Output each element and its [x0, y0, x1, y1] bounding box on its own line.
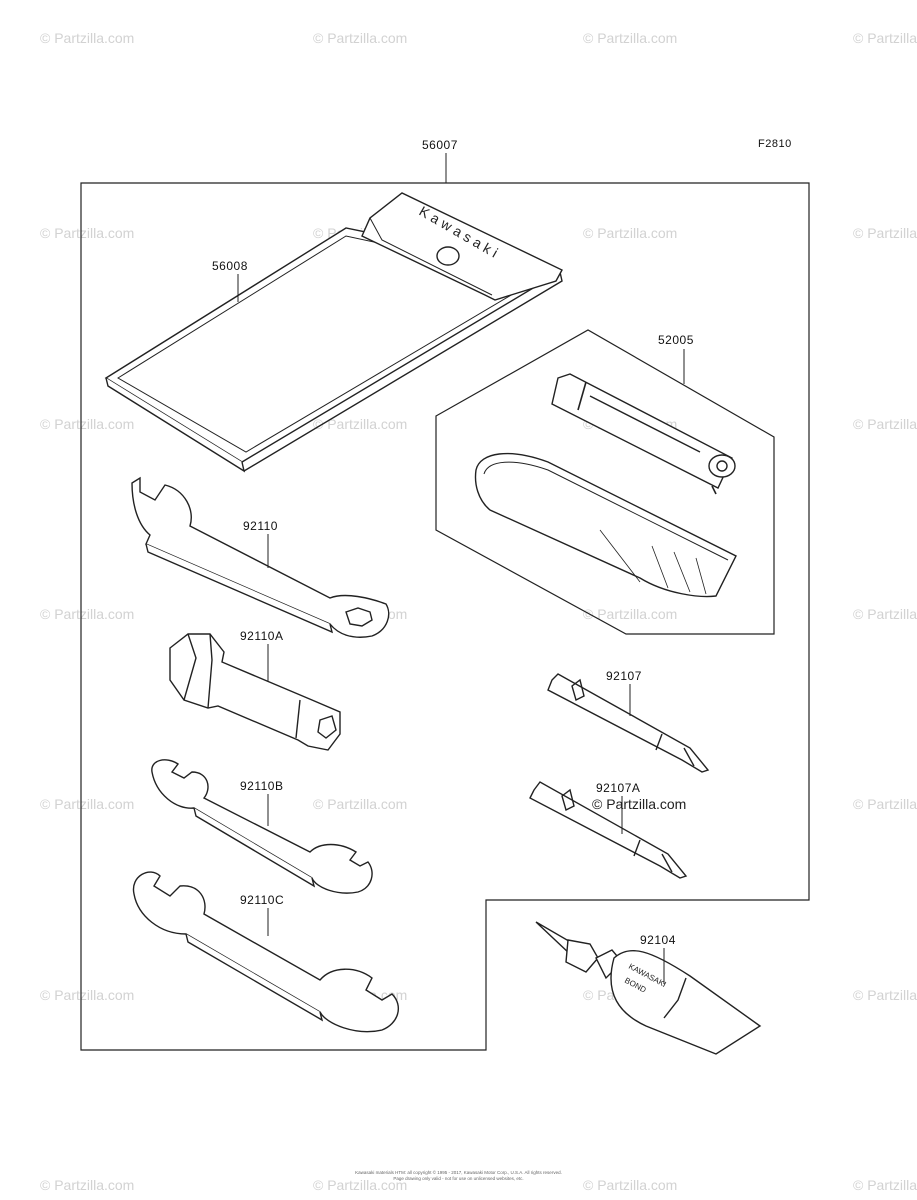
watermark-text: © Partzilla.com: [40, 1177, 135, 1193]
screwdriver-92107A: [529, 781, 688, 879]
copyright-line-1: Kawasaki materials HTM: all copyright © …: [355, 1170, 562, 1175]
watermark-text: © Partzilla.com: [853, 416, 917, 432]
watermark-text: © Partzilla.com: [853, 225, 917, 241]
watermark-text: © Partzilla.com: [853, 796, 917, 812]
part-92110C-label[interactable]: 92110C: [240, 893, 284, 907]
watermark-text: © Partzilla.com: [583, 225, 678, 241]
watermark-text: © Partzilla.com: [40, 987, 135, 1003]
copyright-line-2: Page drawing only valid - not for use on…: [393, 1176, 524, 1181]
part-52005-label[interactable]: 52005: [658, 333, 694, 347]
watermark-text: © Partzilla.com: [40, 225, 135, 241]
part-56008-label[interactable]: 56008: [212, 259, 248, 273]
box-spanner-92110A: [169, 633, 341, 751]
part-92107A-label[interactable]: 92107A: [596, 781, 640, 795]
watermark-text: © Partzilla.com: [583, 606, 678, 622]
wrench-92110B: [151, 759, 373, 894]
watermark-text: © Partzilla.com: [40, 796, 135, 812]
watermark-center: © Partzilla.com: [592, 796, 687, 812]
screwdriver-92107: [547, 673, 710, 773]
watermark-text: © Partzilla.com: [583, 30, 678, 46]
spanner-92110: [131, 476, 390, 638]
watermark-text: © Partzilla.com: [313, 416, 408, 432]
bond-tube-92104: [535, 921, 762, 1055]
part-92110A-label[interactable]: 92110A: [240, 629, 283, 643]
watermark-text: © Partzilla.com: [583, 1177, 678, 1193]
part-92104-label[interactable]: 92104: [640, 933, 676, 947]
wrench-92110C: [132, 871, 400, 1033]
pump-sub-box: [435, 329, 775, 635]
watermark-text: © Partzilla.com: [313, 1177, 408, 1193]
watermark-text: © Partzilla.com: [853, 1177, 917, 1193]
watermark-text: © Partzilla.com: [313, 30, 408, 46]
tool-bag: [474, 452, 737, 598]
watermark-text: © Partzilla.com: [40, 416, 135, 432]
watermark-text: © Partzilla.com: [853, 30, 917, 46]
watermark-text: © Partzilla.com: [853, 606, 917, 622]
part-92110-label[interactable]: 92110: [243, 519, 278, 533]
watermark-text: © Partzilla.com: [40, 606, 135, 622]
watermark-text: © Partzilla.com: [853, 987, 917, 1003]
kit-outline: [80, 182, 810, 1051]
part-92107-label[interactable]: 92107: [606, 669, 642, 683]
part-92110B-label[interactable]: 92110B: [240, 779, 283, 793]
part-56007-label[interactable]: 56007: [422, 138, 458, 152]
air-pump: [551, 373, 736, 495]
figure-code: F2810: [758, 138, 792, 150]
tool-pouch: [104, 192, 563, 473]
watermark-text: © Partzilla.com: [40, 30, 135, 46]
watermark-text: © Partzilla.com: [313, 796, 408, 812]
